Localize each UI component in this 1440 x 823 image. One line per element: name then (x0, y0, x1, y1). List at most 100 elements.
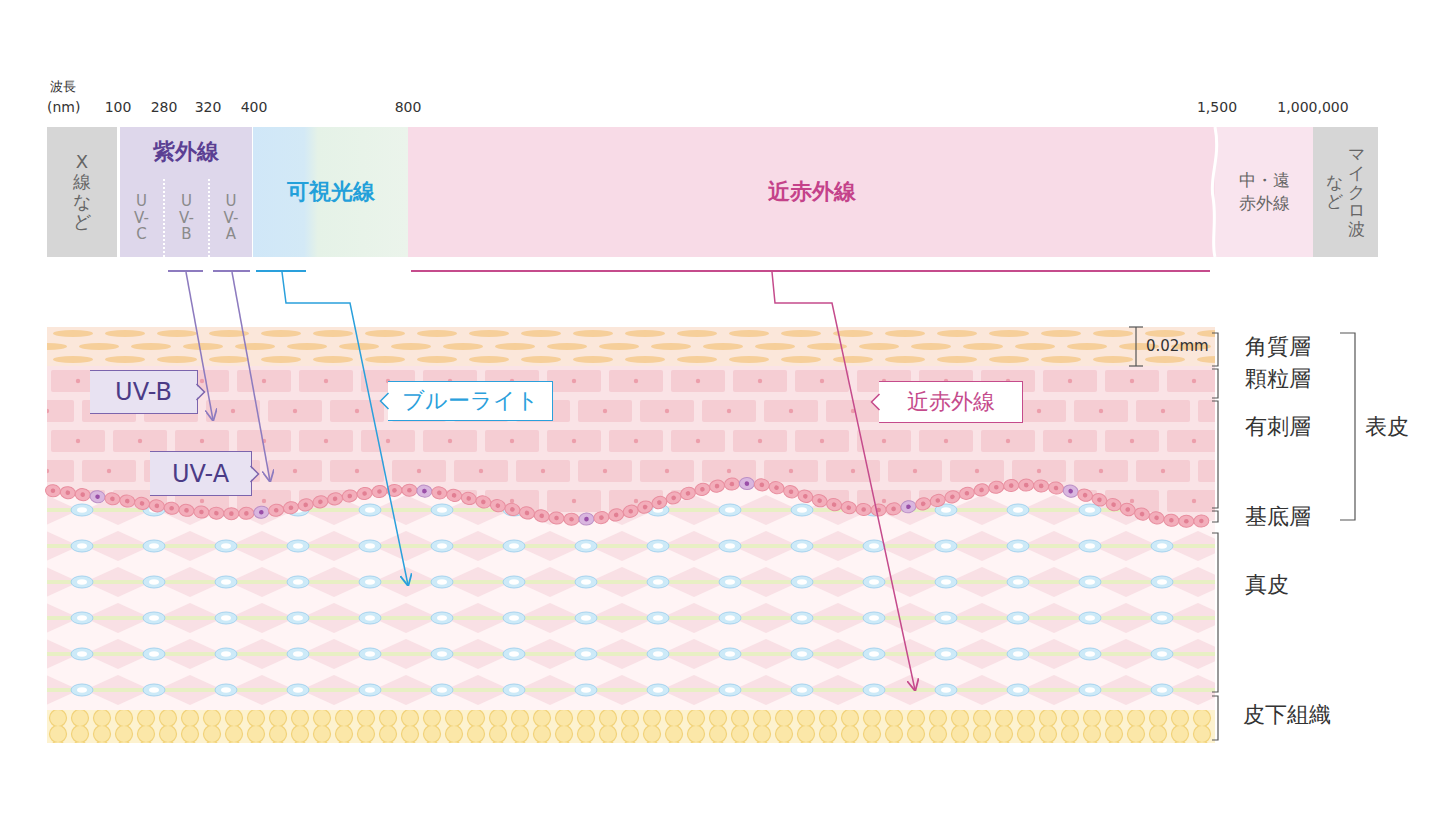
basal-cell (268, 503, 285, 517)
callout-box: UV-B (90, 370, 198, 414)
wavelength-label: 1,500 (1197, 99, 1237, 117)
penetration-arrow (772, 272, 915, 690)
label-text: 波長 (50, 79, 76, 94)
layer-name: 有刺層 (1245, 413, 1311, 441)
basal-cell (224, 508, 239, 520)
basal-cell (416, 484, 432, 497)
basal-cell (402, 484, 417, 496)
basal-cell (973, 483, 990, 498)
node-text: UV-C (134, 193, 149, 243)
basal-cell (1062, 483, 1079, 498)
callout-box: 近赤外線 (879, 381, 1023, 423)
wavelength-label: 400 (241, 99, 268, 117)
layer-name: 真皮 (1245, 571, 1289, 599)
label-text: 基底層 (1245, 504, 1311, 529)
basal-cell (74, 488, 90, 502)
spectrum-band: 可視光線 (253, 127, 408, 257)
wavelength-label: 800 (395, 99, 422, 117)
label-text: 角質層 (1245, 334, 1311, 359)
basal-cell (1003, 479, 1019, 492)
basal-cell (178, 503, 194, 517)
spectrum-band: X線など (47, 127, 117, 257)
node-text: UV-A (172, 460, 229, 488)
basal-cell (1048, 481, 1065, 496)
label-text: 320 (195, 99, 222, 115)
label-text: 100 (105, 99, 132, 115)
layer-name: 基底層 (1245, 503, 1311, 531)
wavelength-label: 100 (105, 99, 132, 117)
basal-cell (1193, 515, 1209, 528)
layer-name: 顆粒層 (1245, 365, 1311, 393)
layer-name: 表皮 (1365, 413, 1409, 441)
basal-cell (929, 493, 946, 508)
basal-cell (840, 501, 857, 515)
subcutaneous-tissue (47, 710, 1215, 743)
basal-cell (327, 491, 344, 506)
callout-box: UV-A (150, 451, 252, 496)
callout-tail (376, 390, 390, 412)
node-text: UV-B (179, 193, 194, 243)
basal-cell (548, 511, 564, 525)
basal-cell (119, 494, 136, 508)
penetration-arrow (282, 272, 408, 585)
wavelength-label: 波長 (50, 79, 76, 95)
basal-cell (1033, 479, 1049, 492)
basal-cell (163, 501, 180, 515)
spectrum-band: 近赤外線 (408, 127, 1215, 257)
node-text: など (1326, 173, 1343, 210)
layer-tick (1212, 533, 1218, 692)
basal-cell (709, 479, 726, 493)
basal-cell (460, 491, 477, 506)
wavelength-label: 320 (195, 99, 222, 117)
layer-tick (1212, 333, 1218, 366)
basal-cell (679, 485, 697, 501)
basal-cell (1163, 513, 1179, 527)
label-text: 800 (395, 99, 422, 115)
basal-cell (825, 497, 842, 512)
callout-tail (249, 463, 263, 485)
basal-cell (885, 502, 901, 516)
basal-cell (446, 488, 463, 503)
basal-cell (297, 497, 314, 512)
range-bar (256, 270, 306, 272)
layer-tick (1212, 511, 1218, 522)
layer-tick (1212, 696, 1218, 740)
dimension-mark (1129, 327, 1143, 366)
node-text: 可視光線 (287, 177, 375, 207)
basal-cell (608, 507, 625, 522)
basal-cell (988, 480, 1005, 494)
spectrum-band: 中・遠 赤外線 (1215, 127, 1313, 257)
node-text: X線など (73, 152, 91, 231)
label-text: 1,500 (1197, 99, 1237, 115)
layer-tick (1212, 401, 1218, 508)
basal-cell (89, 490, 106, 504)
label-text: 表皮 (1365, 414, 1409, 439)
spectrum-subband: UV-B (163, 179, 208, 257)
label-text: 400 (241, 99, 268, 115)
break-wave (1209, 127, 1221, 257)
callout-tail (195, 381, 209, 403)
spectrum-subband: UV-C (120, 179, 163, 257)
basal-cell (593, 511, 610, 525)
callout-tail (867, 391, 881, 413)
basal-cell (739, 477, 754, 489)
basal-cell (193, 505, 209, 518)
basal-cell (622, 503, 640, 519)
range-bar (411, 270, 1210, 272)
wavelength-label: 280 (151, 99, 178, 117)
epidermis (47, 366, 1215, 521)
basal-cell (564, 513, 579, 526)
basal-cell (533, 509, 550, 523)
spectrum-band: 紫外線UV-CUV-BUV-A (120, 127, 252, 257)
callout-box: ブルーライト (388, 381, 553, 421)
basal-cell (1179, 515, 1194, 527)
basal-cell (811, 493, 829, 509)
basal-cell (45, 484, 61, 498)
spectrum-subband: UV-A (208, 179, 252, 257)
basal-cell (148, 499, 165, 513)
label-text: (nm) (47, 99, 80, 115)
basal-cell (915, 496, 932, 511)
basal-cell (1133, 506, 1151, 522)
basal-cell (134, 496, 151, 510)
